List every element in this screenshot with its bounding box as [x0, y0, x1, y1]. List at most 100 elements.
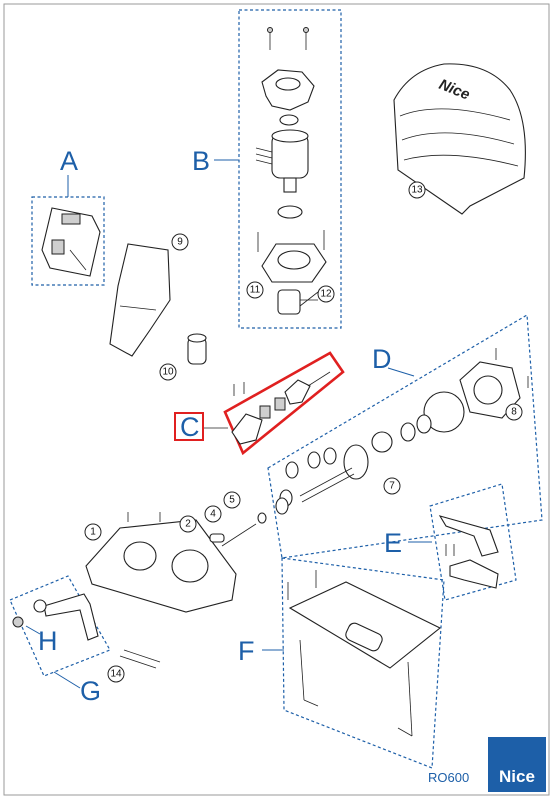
bracket-detail	[119, 305, 157, 311]
callout-label: 8	[511, 407, 517, 418]
callout-14: 14	[107, 665, 125, 683]
output-shaft-part	[299, 467, 353, 497]
group-label-a: A	[60, 146, 78, 176]
group-e-release-lever	[408, 483, 517, 601]
callout-13: 13	[408, 181, 426, 199]
group-a-control-board	[31, 175, 105, 286]
ring-part	[275, 497, 289, 515]
callout-label: 9	[177, 237, 183, 248]
ring-part	[323, 447, 337, 465]
callout-label: 12	[320, 289, 332, 300]
base-casing-cavity	[123, 541, 157, 571]
small-part	[119, 655, 157, 669]
motor-body-top	[271, 129, 309, 143]
callout-label: 10	[162, 367, 174, 378]
group-label-h: H	[38, 626, 58, 656]
foundation-plate-part	[288, 581, 442, 669]
callout-label: 13	[411, 185, 423, 196]
group-label-f: F	[238, 636, 255, 666]
group-d-leader	[387, 367, 415, 377]
motor-wire	[255, 153, 273, 159]
limit-switch-rod	[307, 371, 331, 387]
group-f-box	[281, 557, 445, 769]
control-board-part	[41, 207, 101, 277]
shaft-part	[221, 523, 257, 547]
motor-base-hub	[277, 250, 311, 270]
bearing-part	[279, 114, 299, 126]
callout-label: 14	[110, 669, 122, 680]
model-code: RO600	[428, 770, 470, 785]
spur-gear-part	[343, 444, 369, 480]
bearing-part	[416, 414, 432, 434]
group-b-motor	[214, 9, 342, 329]
callout-10: 10	[159, 363, 177, 381]
worm-gear-part	[277, 289, 301, 315]
gear-housing-bore	[473, 375, 503, 405]
limit-switch-plate	[284, 379, 311, 405]
ring-part	[307, 451, 321, 469]
o-ring-part	[423, 391, 465, 433]
brand-logo: Nice	[499, 767, 535, 786]
callout-label: 11	[250, 285, 261, 296]
pin-12-part	[299, 291, 319, 307]
callout-9: 9	[171, 233, 189, 251]
group-d-box	[267, 313, 543, 559]
star-gear-part	[371, 431, 393, 453]
crank-knob-part	[33, 599, 47, 613]
release-handle-part	[449, 559, 499, 589]
callout-label: 5	[229, 495, 235, 506]
group-g-crank	[9, 575, 111, 689]
base-casing	[85, 512, 237, 613]
crank-handle-part	[43, 593, 99, 641]
motor-wire	[255, 147, 273, 153]
callout-1: 1	[84, 523, 102, 541]
group-e-box	[429, 483, 517, 601]
group-b-box	[238, 9, 342, 329]
anchor-bolt-part	[299, 639, 305, 701]
callout-label: 1	[90, 527, 96, 538]
key-part	[12, 616, 24, 628]
group-label-c: C	[180, 412, 200, 442]
release-lever-part	[438, 515, 499, 557]
foundation-plate-slot	[345, 622, 383, 652]
group-label-b: B	[192, 146, 210, 176]
anchor-bolt-part	[407, 661, 413, 737]
callout-2: 2	[179, 515, 197, 533]
motor-cover: Nice	[393, 63, 526, 215]
screw-head	[303, 27, 309, 33]
page-border	[3, 3, 550, 796]
callout-5: 5	[223, 491, 241, 509]
motor-cover-part	[393, 63, 526, 215]
group-label-g: G	[80, 676, 101, 706]
pin-part	[209, 533, 225, 543]
callout-label: 2	[185, 519, 191, 530]
limit-switch-part	[231, 413, 263, 445]
callout-8: 8	[505, 403, 523, 421]
motor-cover-grille	[403, 154, 519, 167]
limit-switch-cam	[259, 405, 271, 419]
group-c-label-box	[174, 412, 204, 441]
control-board-component	[51, 239, 65, 255]
group-c-limit-switch	[174, 351, 345, 456]
base-casing-part	[85, 519, 237, 613]
small-part	[123, 649, 161, 663]
output-shaft-part	[301, 473, 355, 503]
base-casing-cavity	[171, 549, 209, 583]
motor-cover-grille	[401, 132, 515, 145]
bearing-part	[400, 422, 416, 442]
limit-switch-cam	[274, 397, 286, 411]
motor-flange-hub	[275, 77, 301, 91]
anchor-bolt-hook	[303, 699, 319, 707]
anchor-bolt-hook	[397, 727, 413, 737]
group-f-foundation-plate	[262, 557, 445, 769]
motor-wire	[255, 159, 273, 165]
lower-bearing-part	[277, 205, 303, 219]
callout-label: 4	[210, 509, 216, 520]
brand-logo-box	[488, 737, 546, 792]
mounting-bracket-part	[109, 243, 171, 357]
callout-11: 11	[246, 281, 264, 299]
washer-part	[257, 512, 267, 524]
group-g-leader	[53, 671, 81, 689]
